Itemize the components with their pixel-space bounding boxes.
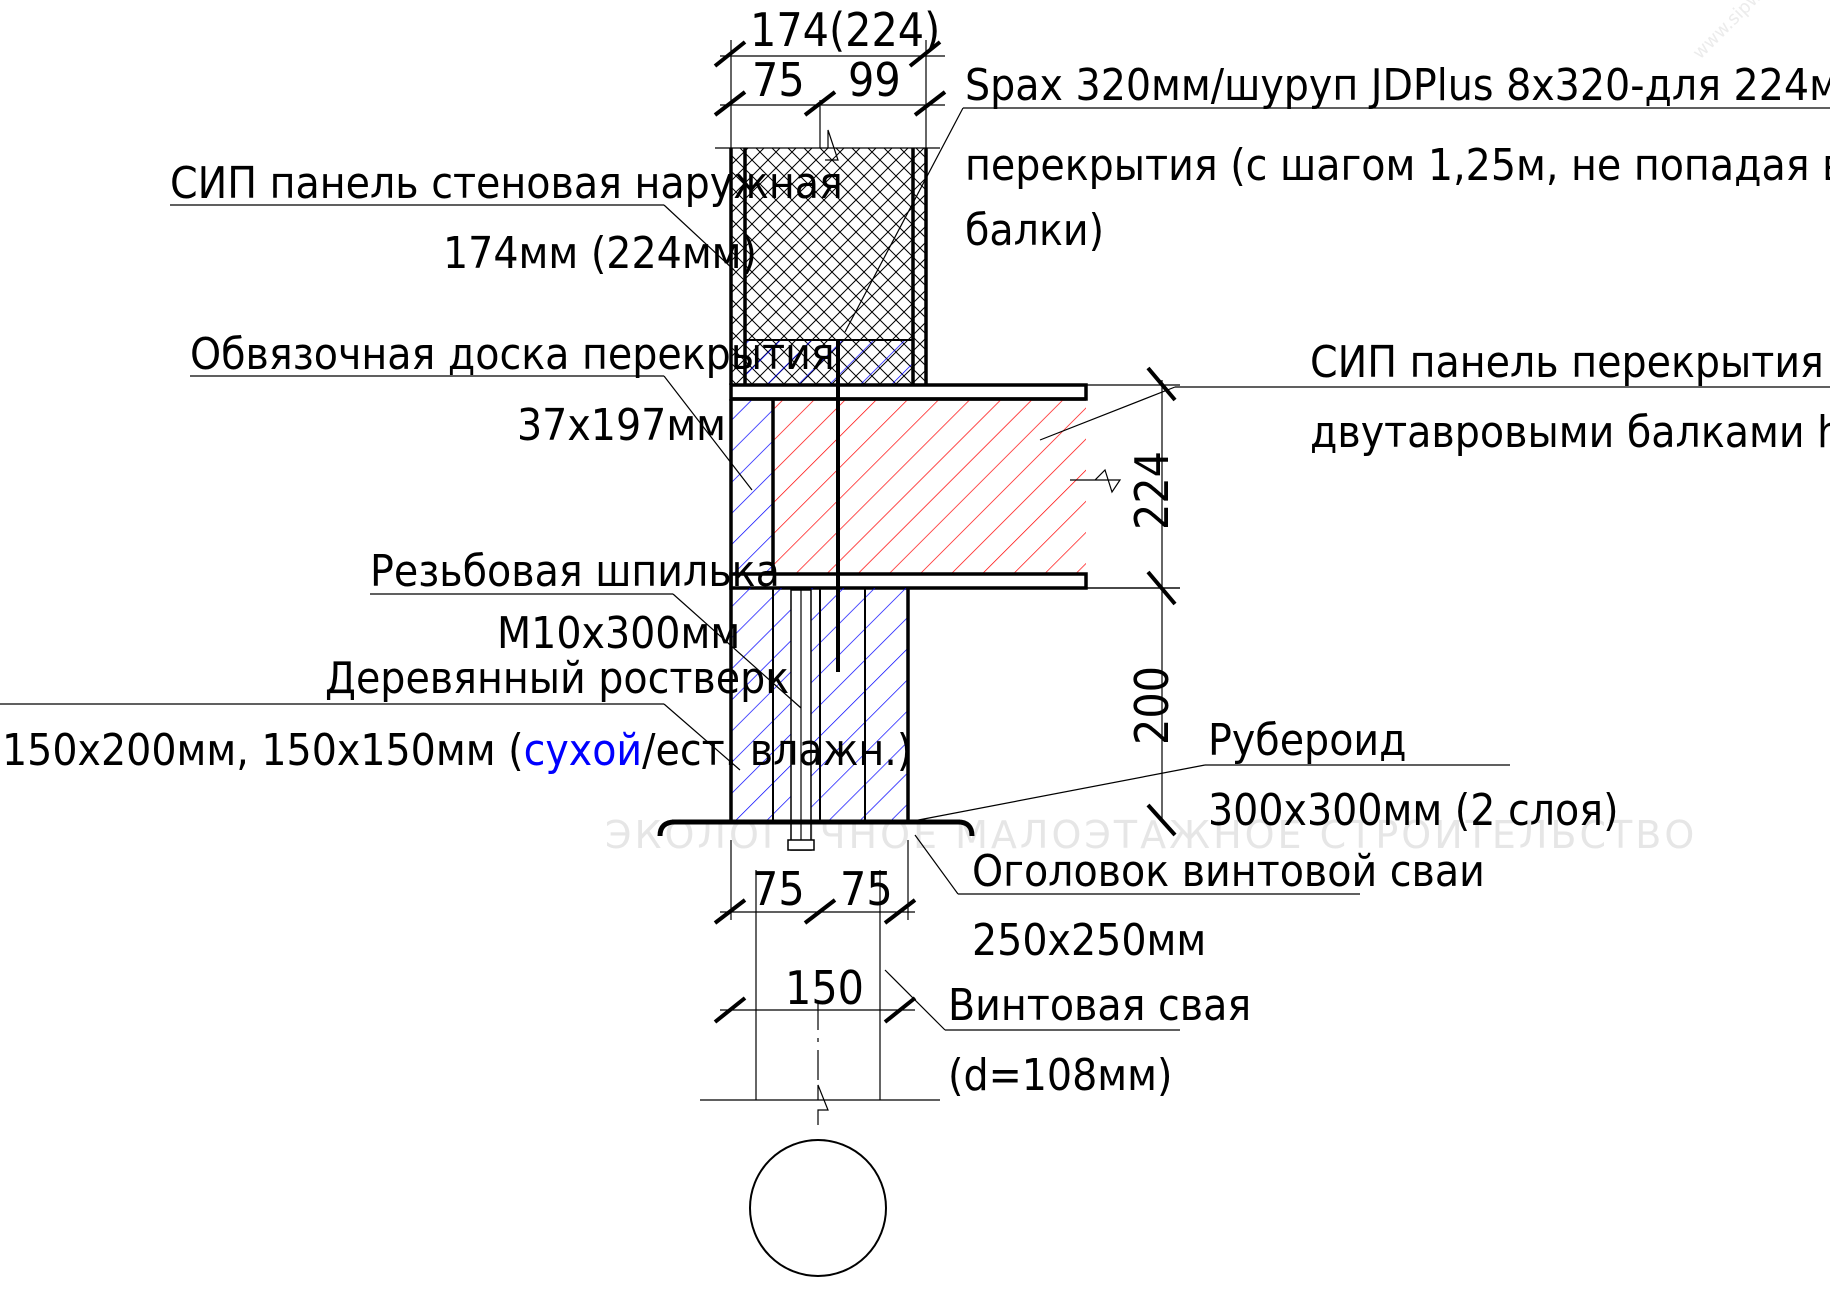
label-grillage-line1: Деревянный ростверк (325, 653, 789, 704)
dim-grillage-height: 200 (1125, 666, 1179, 745)
annotation-labels: СИП панель стеновая наружная 174мм (224м… (2, 60, 1830, 1101)
label-sip-floor-line2: двутавровыми балками h=198мм (1310, 407, 1830, 458)
dim-bottom-right: 75 (840, 862, 893, 916)
label-ruberoid-line1: Рубероид (1208, 715, 1407, 766)
threaded-stud (787, 589, 815, 851)
label-rim-board-line1: Обвязочная доска перекрытия (190, 329, 835, 380)
dim-top-right: 99 (848, 53, 901, 107)
label-stud-line1: Резьбовая шпилька (370, 546, 780, 597)
screw-pile (700, 870, 940, 1277)
label-pile-head-line1: Оголовок винтовой сваи (972, 846, 1485, 897)
dim-top-total: 174(224) (750, 3, 940, 57)
label-screw-line1: Spax 320мм/шуруп JDPlus 8x320-для 224мм … (965, 60, 1830, 111)
wooden-grillage (729, 587, 1180, 820)
label-stud-line2: М10x300мм (497, 608, 740, 659)
dim-bottom-total: 150 (785, 961, 864, 1015)
label-screw-line3: балки) (965, 205, 1104, 256)
pile-head-plate (657, 819, 975, 837)
label-pile-line1: Винтовая свая (948, 980, 1251, 1031)
label-sip-wall-line1: СИП панель стеновая наружная (170, 158, 843, 209)
dim-top-left: 75 (752, 53, 805, 107)
dim-floor-height: 224 (1125, 451, 1179, 530)
sip-floor-panel (729, 383, 1180, 590)
label-screw-line2: перекрытия (с шагом 1,25м, не попадая в … (965, 140, 1830, 191)
leader-lines (0, 107, 1830, 1031)
label-pile-head-line2: 250x250мм (972, 915, 1206, 966)
label-rim-board-line2: 37x197мм (517, 400, 726, 451)
dim-bottom-left: 75 (752, 862, 805, 916)
label-sip-wall-line2: 174мм (224мм) (443, 228, 757, 279)
label-grillage-line2: 150x200мм, 150x150мм (сухой/ест. влажн.) (2, 725, 912, 776)
label-ruberoid-line2: 300x300мм (2 слоя) (1208, 785, 1619, 836)
label-sip-floor-line1: СИП панель перекрытия 224мм с (1310, 337, 1830, 388)
label-grillage-dry: сухой (524, 725, 643, 776)
dimension-lines: 174(224) 75 99 224 200 75 75 150 (713, 3, 1179, 1024)
watermark-url: www.sipwall.ru (1689, 0, 1799, 64)
label-pile-line2: (d=108мм) (948, 1050, 1172, 1101)
spax-screw (823, 339, 853, 672)
